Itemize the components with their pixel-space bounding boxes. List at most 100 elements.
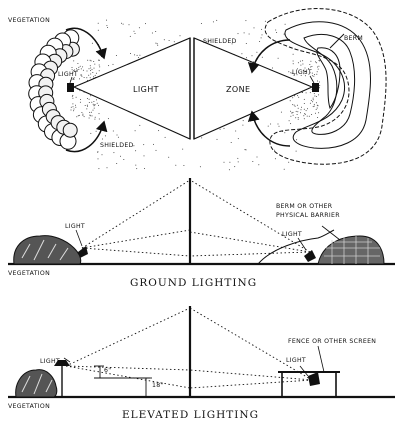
speckle [317, 68, 319, 70]
speckle [258, 164, 260, 166]
speckle [231, 43, 233, 45]
speckle [93, 104, 95, 106]
speckle [107, 118, 109, 120]
light-rays [81, 179, 311, 257]
speckle [261, 56, 263, 58]
speckle [102, 138, 103, 140]
speckle [317, 80, 318, 82]
speckle [138, 27, 140, 29]
dimension-marks [94, 365, 152, 397]
speckle [311, 75, 313, 77]
speckle [130, 53, 131, 54]
speckle [79, 78, 80, 80]
speckle [104, 135, 106, 137]
speckle [89, 77, 91, 79]
speckle [305, 92, 307, 94]
speckle [301, 106, 302, 108]
hedge-shrub [62, 122, 78, 138]
speckle [299, 60, 301, 62]
speckle [212, 21, 214, 23]
fence-screen-label: FENCE OR OTHER SCREEN [288, 338, 376, 345]
speckle [298, 96, 300, 98]
speckle [143, 144, 145, 146]
speckle [296, 139, 298, 141]
dimension-label-6: 6" [104, 367, 111, 374]
speckle [98, 70, 100, 72]
speckle [78, 66, 80, 68]
speckle [108, 65, 110, 67]
speckle [175, 164, 177, 166]
speckle [297, 68, 298, 70]
speckle [79, 101, 81, 103]
speckle [297, 111, 299, 113]
speckle [120, 155, 121, 157]
speckle [259, 41, 261, 42]
speckle [297, 117, 299, 119]
speckle [112, 63, 114, 65]
speckle [284, 132, 286, 134]
speckle [256, 156, 258, 158]
vegetation-bush-icon [13, 235, 82, 265]
speckle [86, 98, 88, 99]
speckle [256, 51, 258, 53]
speckle [294, 105, 296, 107]
speckle [312, 99, 314, 101]
speckle [115, 55, 117, 56]
ground-vegetation-label: VEGETATION [8, 270, 50, 277]
speckle [290, 115, 292, 117]
speckle [82, 113, 84, 115]
speckle [293, 104, 295, 106]
speckle [73, 78, 75, 80]
speckle [145, 23, 146, 25]
speckle [201, 137, 203, 139]
speckle [293, 75, 295, 76]
speckle [92, 109, 94, 111]
speckle [95, 130, 97, 132]
speckle [98, 59, 99, 61]
elevated-light-label-right: LIGHT [286, 357, 306, 364]
speckle [82, 114, 84, 116]
speckle [113, 152, 115, 154]
speckle [73, 79, 75, 80]
speckle [86, 70, 88, 72]
speckle [292, 111, 294, 113]
speckle [297, 118, 299, 120]
speckle [309, 64, 311, 65]
speckle [93, 105, 95, 107]
speckle [317, 117, 319, 118]
speckle [89, 65, 91, 67]
speckle [90, 111, 92, 113]
speckle [216, 19, 218, 21]
speckle [318, 94, 320, 96]
speckle [75, 104, 76, 106]
speckle [237, 33, 239, 35]
speckle [106, 19, 107, 21]
ground-light-fixture-icon [304, 250, 316, 262]
speckle [73, 108, 75, 110]
speckle [106, 167, 108, 169]
speckle [133, 30, 135, 32]
speckle [153, 143, 154, 145]
speckle [94, 104, 96, 106]
elevated-lighting-section: LIGHT LIGHT VEGETATION FENCE OR OTHER SC… [8, 306, 395, 421]
speckle [311, 66, 313, 67]
light-beam-left [72, 37, 191, 140]
ground-light-label-left: LIGHT [65, 223, 85, 230]
speckle [94, 63, 96, 65]
speckle [123, 159, 125, 160]
speckle [314, 95, 316, 97]
speckle [313, 75, 315, 77]
speckle [101, 56, 102, 58]
speckle [303, 118, 305, 120]
speckle [93, 76, 95, 78]
speckle [245, 20, 247, 22]
speckle [315, 108, 317, 110]
speckle [274, 158, 276, 160]
speckle [318, 81, 320, 83]
speckle [81, 112, 83, 113]
speckle [234, 166, 236, 168]
speckle [81, 74, 83, 76]
speckle [97, 22, 99, 24]
speckle [304, 67, 306, 69]
label-pointer [297, 237, 307, 251]
